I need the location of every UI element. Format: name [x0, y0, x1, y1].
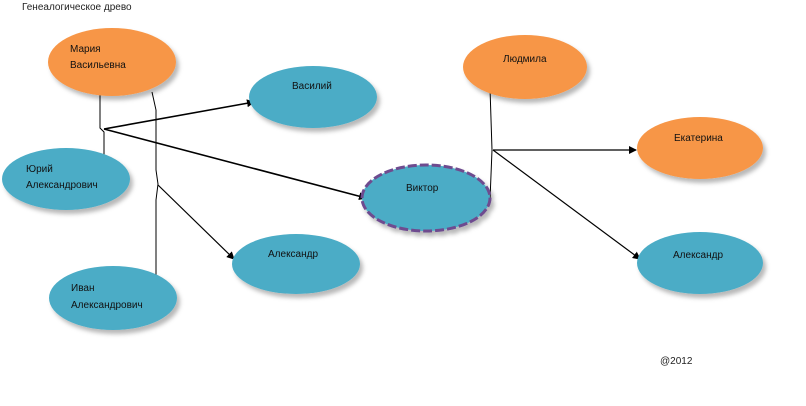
person-node-shape: [463, 35, 587, 99]
person-name-label: Васильевна: [70, 60, 126, 71]
person-name-label: Иван: [71, 283, 94, 294]
person-node-shape: [2, 148, 130, 210]
person-name-label: Людмила: [503, 54, 547, 65]
person-name-label: Василий: [292, 81, 332, 92]
arrow-to-alexander-1: [157, 184, 235, 260]
person-name-label: Александрович: [71, 300, 143, 311]
arrow-to-alexander-2: [492, 149, 641, 260]
person-node-viktor[interactable]: Виктор: [360, 163, 492, 233]
person-name-label: Мария: [70, 44, 101, 55]
connector-maria-yuri: [99, 95, 105, 156]
person-node-shape: [360, 163, 492, 233]
arrow-to-viktor: [103, 128, 367, 201]
person-node-shape: [49, 266, 177, 330]
person-node-vasily[interactable]: Василий: [249, 66, 377, 128]
person-name-label: Александрович: [26, 180, 98, 191]
person-name-label: Александр: [673, 250, 723, 261]
person-node-alexander-2[interactable]: Александр: [637, 232, 763, 294]
person-name-label: Александр: [268, 249, 318, 260]
person-node-shape: [637, 117, 763, 179]
connector-lyudmila-viktor: [489, 87, 493, 201]
person-name-label: Виктор: [406, 183, 439, 194]
person-name-label: Юрий: [26, 164, 53, 175]
person-node-shape: [637, 232, 763, 294]
arrow-to-vasily: [103, 99, 255, 130]
person-node-shape: [249, 66, 377, 128]
person-node-shape: [48, 28, 176, 96]
person-node-lyudmila[interactable]: Людмила: [463, 35, 587, 99]
copyright-text: @2012: [660, 356, 693, 367]
person-node-alexander-1[interactable]: Александр: [232, 234, 360, 294]
diagram-title: Генеалогическое древо: [22, 2, 132, 13]
person-node-ekaterina[interactable]: Екатерина: [637, 117, 763, 179]
connector-maria-ivan: [151, 91, 159, 278]
person-name-label: Екатерина: [674, 133, 723, 144]
connectors: [99, 87, 641, 278]
person-node-shape: [232, 234, 360, 294]
